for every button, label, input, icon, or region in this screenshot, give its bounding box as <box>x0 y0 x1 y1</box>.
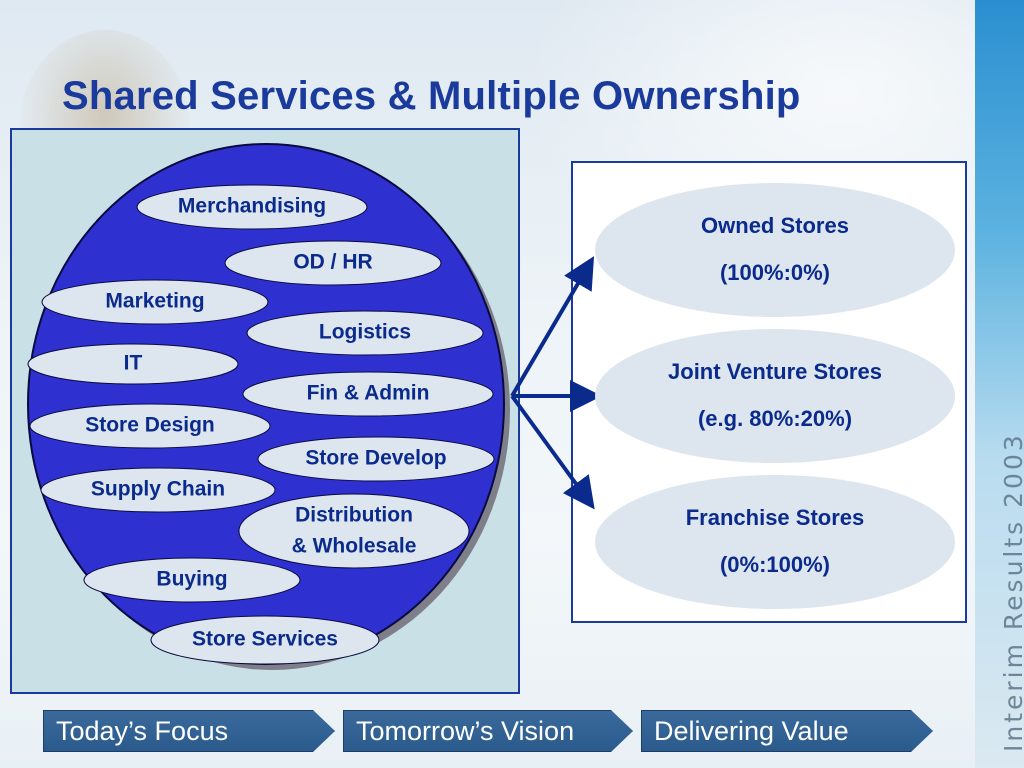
svg-text:Store Develop: Store Develop <box>305 447 446 470</box>
nav-todays-focus[interactable]: Today’s Focus <box>43 710 335 752</box>
svg-text:Logistics: Logistics <box>319 321 411 344</box>
service-pill-distribution-wholesale: Distribution & Wholesale <box>238 493 470 569</box>
service-pill-store-design: Store Design <box>29 403 271 449</box>
service-pill-logistics: Logistics <box>246 310 484 356</box>
svg-text:OD / HR: OD / HR <box>293 251 372 274</box>
store-joint-venture: Joint Venture Stores (e.g. 80%:20%) <box>595 329 955 463</box>
sidebar-caption: Interim Results 2003 <box>999 432 1024 752</box>
svg-text:Joint Venture Stores: Joint Venture Stores <box>668 359 882 384</box>
service-pill-store-develop: Store Develop <box>257 436 495 482</box>
svg-text:(100%:0%): (100%:0%) <box>720 260 830 285</box>
service-pill-od-hr: OD / HR <box>224 240 442 286</box>
service-pill-store-services: Store Services <box>150 615 380 665</box>
svg-text:Buying: Buying <box>156 568 227 591</box>
svg-text:Supply Chain: Supply Chain <box>91 478 225 501</box>
svg-text:Distribution: Distribution <box>295 504 413 527</box>
store-owned: Owned Stores (100%:0%) <box>595 183 955 317</box>
svg-text:IT: IT <box>124 352 143 375</box>
ownership-arrows <box>510 256 602 510</box>
svg-text:Store Design: Store Design <box>85 414 215 437</box>
service-pill-buying: Buying <box>83 557 301 603</box>
svg-text:Merchandising: Merchandising <box>178 195 326 218</box>
svg-text:Marketing: Marketing <box>105 290 204 313</box>
service-pill-fin-admin: Fin & Admin <box>242 371 494 417</box>
sidebar-band <box>975 0 1024 768</box>
arrow-to-owned <box>510 256 595 398</box>
service-pill-supply-chain: Supply Chain <box>40 467 276 513</box>
service-pill-merchandising: Merchandising <box>136 184 368 230</box>
arrow-to-franchise <box>510 394 595 510</box>
store-franchise: Franchise Stores (0%:100%) <box>595 475 955 609</box>
svg-text:Fin & Admin: Fin & Admin <box>307 382 430 405</box>
slide-title: Shared Services & Multiple Ownership <box>62 74 801 118</box>
service-pill-it: IT <box>27 343 239 385</box>
svg-text:(e.g. 80%:20%): (e.g. 80%:20%) <box>698 406 852 431</box>
svg-text:& Wholesale: & Wholesale <box>292 535 417 558</box>
nav-delivering-value[interactable]: Delivering Value <box>641 710 933 752</box>
svg-text:(0%:100%): (0%:100%) <box>720 552 830 577</box>
svg-text:Franchise Stores: Franchise Stores <box>686 505 865 530</box>
nav-tomorrows-vision[interactable]: Tomorrow’s Vision <box>343 710 633 752</box>
svg-text:Store Services: Store Services <box>192 628 338 651</box>
service-pill-marketing: Marketing <box>41 279 269 325</box>
svg-text:Owned Stores: Owned Stores <box>701 213 849 238</box>
